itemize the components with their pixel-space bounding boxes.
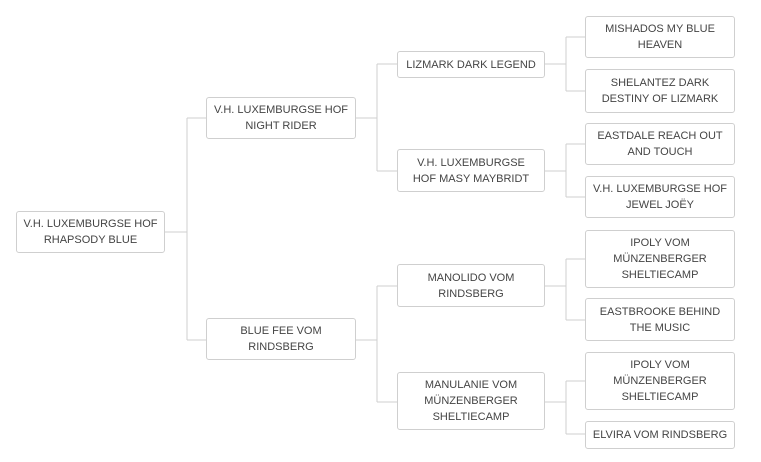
sire-sire-dam-node[interactable]: SHELANTEZ DARK DESTINY OF LIZMARK xyxy=(585,69,735,113)
connector-subject xyxy=(165,117,206,341)
dam-sire-dam-node[interactable]: EASTBROOKE BEHIND THE MUSIC xyxy=(585,298,735,341)
dam-node[interactable]: BLUE FEE VOM RINDSBERG xyxy=(206,318,356,360)
dam-sire-dam-name: EASTBROOKE BEHIND THE MUSIC xyxy=(599,305,721,334)
connector-dam-sire xyxy=(545,258,585,321)
dam-dam-name: MANULANIE VOM MÜNZENBERGER SHELTIECAMP xyxy=(424,379,518,423)
dam-dam-sire-node[interactable]: IPOLY VOM MÜNZENBERGER SHELTIECAMP xyxy=(585,352,735,410)
sire-dam-node[interactable]: V.H. LUXEMBURGSE HOF MASY MAYBRIDT xyxy=(397,149,545,192)
sire-sire-sire-name: MISHADOS MY BLUE HEAVEN xyxy=(605,23,715,51)
sire-sire-name: LIZMARK DARK LEGEND xyxy=(406,58,536,71)
dam-dam-node[interactable]: MANULANIE VOM MÜNZENBERGER SHELTIECAMP xyxy=(397,372,545,430)
sire-dam-name: V.H. LUXEMBURGSE HOF MASY MAYBRIDT xyxy=(412,156,530,185)
dam-dam-sire-name: IPOLY VOM MÜNZENBERGER SHELTIECAMP xyxy=(613,359,707,403)
sire-dam-dam-name: V.H. LUXEMBURGSE HOF JEWEL JOËY xyxy=(592,183,728,211)
sire-dam-sire-name: EASTDALE REACH OUT AND TOUCH xyxy=(597,130,723,158)
subject-name: V.H. LUXEMBURGSE HOF RHAPSODY BLUE xyxy=(23,218,158,246)
dam-sire-sire-name: IPOLY VOM MÜNZENBERGER SHELTIECAMP xyxy=(613,237,707,281)
sire-sire-sire-node[interactable]: MISHADOS MY BLUE HEAVEN xyxy=(585,16,735,58)
dam-sire-node[interactable]: MANOLIDO VOM RINDSBERG xyxy=(397,264,545,307)
connector-sire-sire xyxy=(545,36,585,92)
sire-sire-node[interactable]: LIZMARK DARK LEGEND xyxy=(397,51,545,78)
dam-dam-dam-name: ELVIRA VOM RINDSBERG xyxy=(592,429,728,441)
connector-sire-dam xyxy=(545,143,585,198)
sire-node[interactable]: V.H. LUXEMBURGSE HOF NIGHT RIDER xyxy=(206,97,356,139)
connector-dam-dam xyxy=(545,380,585,435)
dam-sire-name: MANOLIDO VOM RINDSBERG xyxy=(427,271,515,300)
sire-name: V.H. LUXEMBURGSE HOF NIGHT RIDER xyxy=(213,104,349,132)
dam-dam-dam-node[interactable]: ELVIRA VOM RINDSBERG xyxy=(585,421,735,449)
dam-sire-sire-node[interactable]: IPOLY VOM MÜNZENBERGER SHELTIECAMP xyxy=(585,230,735,288)
sire-sire-dam-name: SHELANTEZ DARK DESTINY OF LIZMARK xyxy=(601,77,719,105)
subject-node[interactable]: V.H. LUXEMBURGSE HOF RHAPSODY BLUE xyxy=(16,211,165,253)
dam-name: BLUE FEE VOM RINDSBERG xyxy=(240,325,322,353)
sire-dam-sire-node[interactable]: EASTDALE REACH OUT AND TOUCH xyxy=(585,123,735,165)
connector-dam xyxy=(356,285,397,403)
sire-dam-dam-node[interactable]: V.H. LUXEMBURGSE HOF JEWEL JOËY xyxy=(585,176,735,218)
connector-sire xyxy=(356,63,397,172)
